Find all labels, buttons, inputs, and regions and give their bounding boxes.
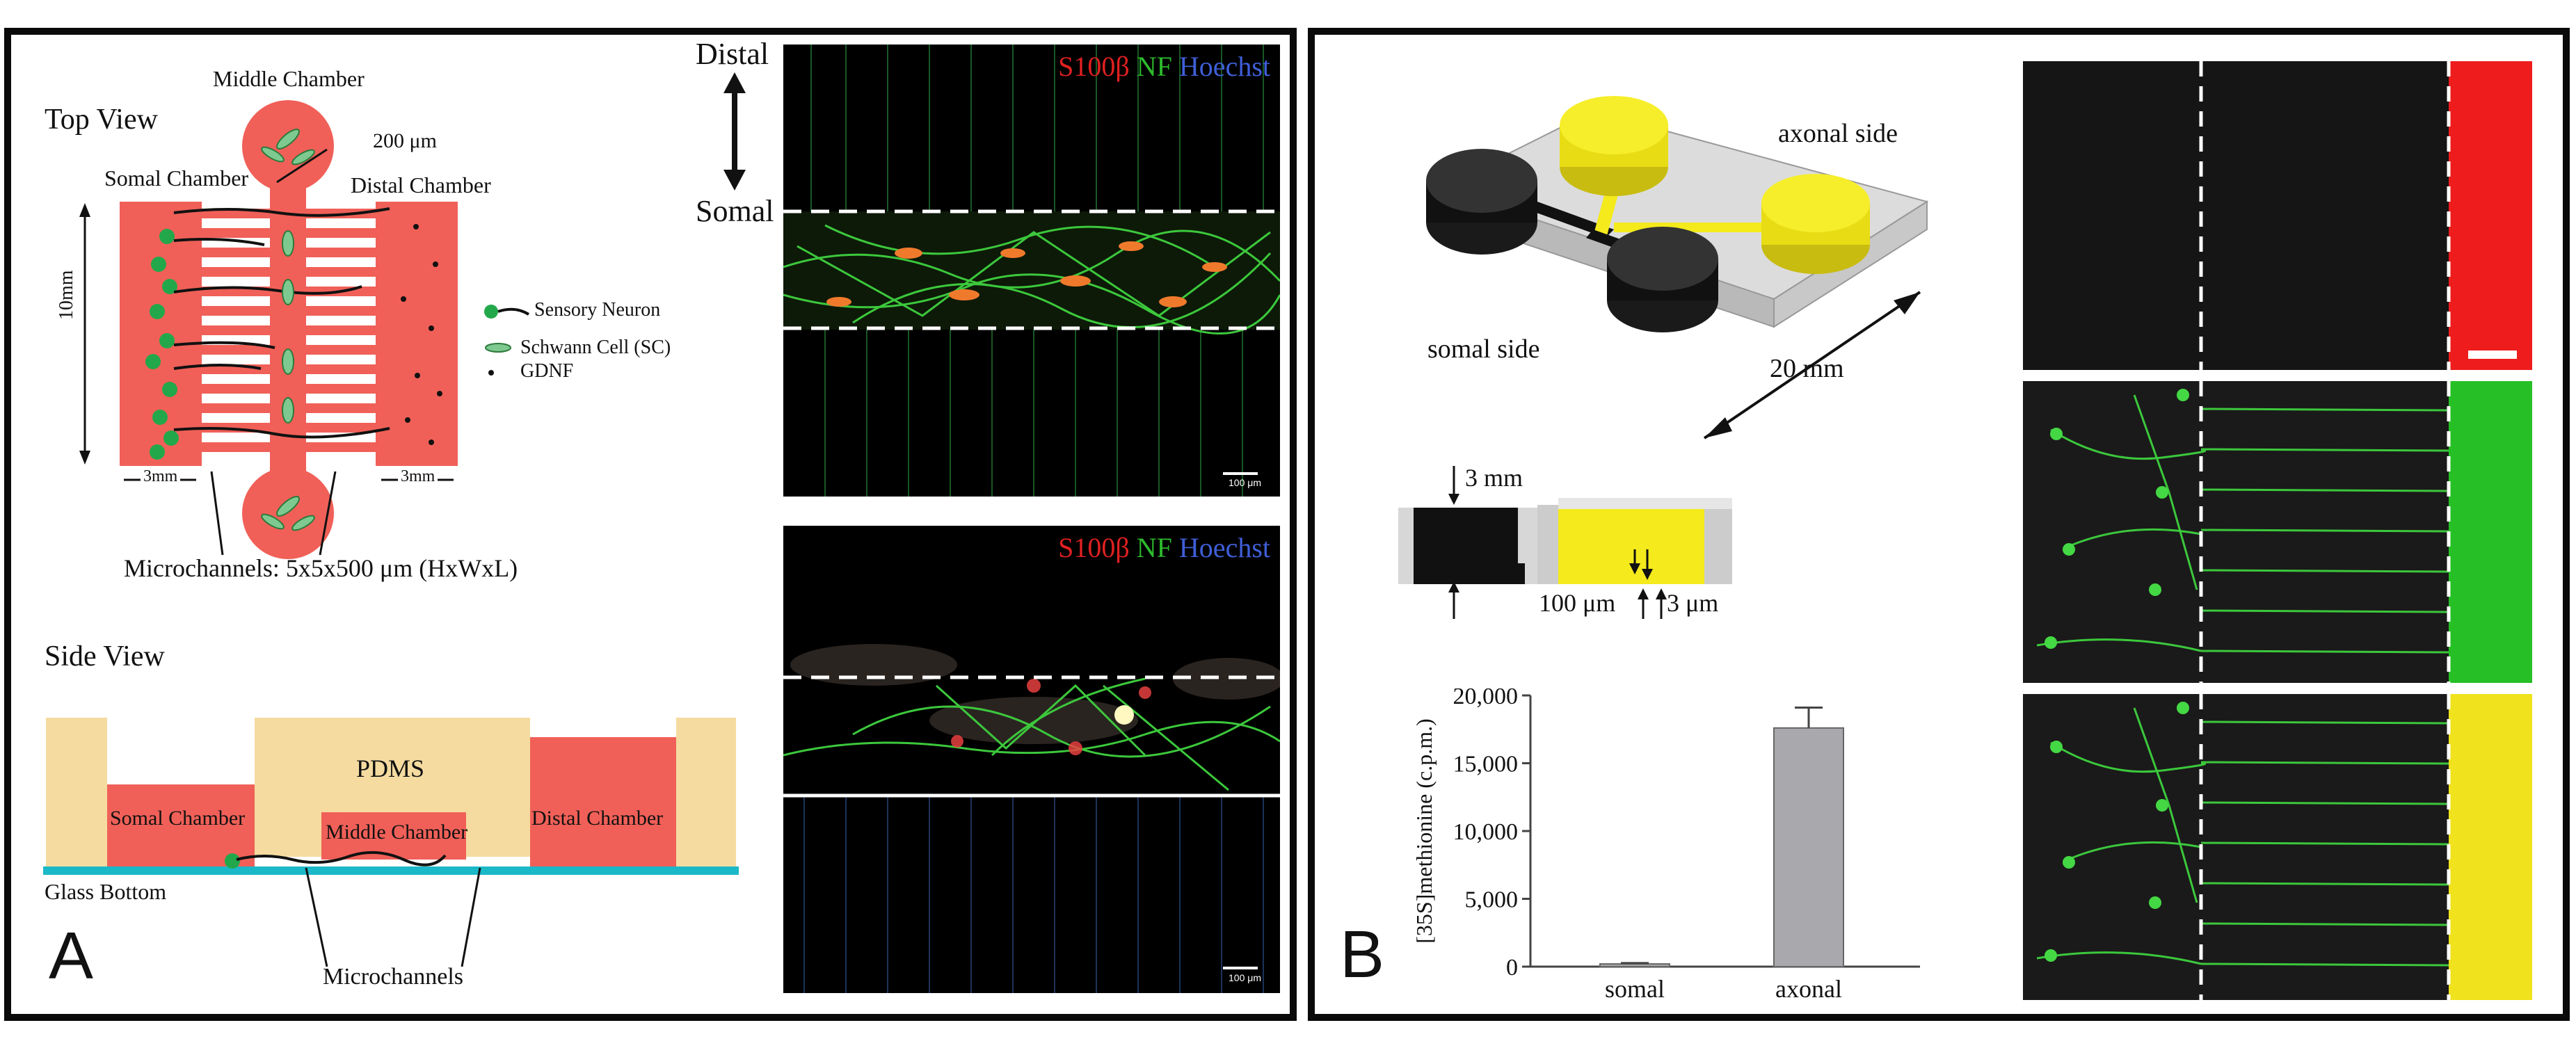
legend-gdnf-glyph [488,370,494,376]
panel-b-letter: B [1340,917,1385,992]
microchannels-spec-label: Microchannels: 5x5x500 μm (HxWxL) [124,554,518,582]
micrograph-bottom-drawing [783,644,1280,993]
device-3d-drawing [1426,96,1929,440]
glass-bottom-label: Glass Bottom [45,879,167,904]
panel-a-letter: A [49,919,94,993]
fluor-merge-drawing [2023,694,2532,1000]
micrograph-top-stain-labels: S100β NF Hoechst [1058,50,1270,83]
device-dimension-label: 20 mm [1770,354,1844,383]
side-neuron [225,853,240,869]
y-tick-label: 5,000 [1465,887,1519,913]
top-view-title: Top View [45,104,158,136]
left-dimension-label: 3mm [141,467,181,486]
fluor-panel-red [2023,61,2532,370]
orientation-double-arrow [723,72,746,191]
distal-chamber-shape [376,202,458,466]
distal-orientation-label: Distal [696,37,769,71]
side-middle-label: Middle Chamber [326,821,468,844]
legend-schwann-label: Schwann Cell (SC) [520,337,671,358]
cross-height-label: 3 mm [1465,464,1523,492]
fluor-panel-merge [2023,694,2532,1000]
microchannels-right [306,209,376,452]
side-axon [236,851,447,866]
side-distal-chamber [530,737,676,869]
micrograph-bottom-stain-labels: S100β NF Hoechst [1058,531,1270,564]
micrograph-bottom: S100β NF Hoechst 100 μm [783,526,1280,993]
fluor-green-drawing [2023,381,2532,683]
fluor-red-drawing [2023,61,2532,370]
side-middle-chamber [321,812,466,860]
hoechst-label: Hoechst [1178,51,1270,82]
side-somal-label: Somal Chamber [110,807,246,830]
top-view-schematic [43,100,739,967]
methionine-bar-chart: 0 5,000 10,000 15,000 20,000 [35S]methionine … [1411,688,1920,1001]
axons [173,207,390,439]
middle-chamber-label: Middle Chamber [213,66,365,91]
somal-chamber-label: Somal Chamber [104,166,249,191]
somal-orientation-label: Somal [696,194,774,228]
bar-axonal [1773,727,1844,968]
cross-channel-label: 3 μm [1667,589,1719,617]
height-dimension-label: 10mm [56,270,77,320]
side-view-title: Side View [45,640,165,672]
legend-gdnf-label: GDNF [520,360,574,382]
y-tick-label: 10,000 [1453,819,1519,845]
bar-somal [1599,963,1670,968]
sensory-neuron-cells [145,229,179,460]
middle-chamber-reservoir-top [242,100,334,192]
x-category-label: axonal [1775,975,1842,1001]
right-dimension-label: 3mm [398,467,438,486]
side-pdms-right [676,718,736,869]
x-category-label: somal [1605,975,1665,1001]
micrograph-top: S100β NF Hoechst 100 μm [783,45,1280,497]
schwann-cells [261,129,315,531]
somal-side-label: somal side [1427,334,1540,364]
legend-neuron-label: Sensory Neuron [534,299,661,321]
s100-label: S100β [1058,532,1130,563]
micrograph-top-scale-label: 100 μm [1229,477,1261,488]
legend-neuron-glyph [484,305,498,319]
middle-channel-shape [270,174,306,487]
side-pdms-label: PDMS [356,755,425,782]
y-tick-label: 15,000 [1453,752,1519,777]
side-distal-label: Distal Chamber [531,807,664,830]
side-pdms-left [46,718,107,869]
somal-chamber-shape [120,202,202,466]
side-microchannels-label: Microchannels [323,964,464,990]
y-axis-label: [35S]methionine (c.p.m.) [1411,718,1437,943]
fluor-panel-green [2023,381,2532,683]
distal-chamber-label: Distal Chamber [351,172,491,197]
channel-width-label: 200 μm [373,129,437,152]
y-tick-label: 0 [1506,955,1518,981]
hoechst-label: Hoechst [1178,532,1270,563]
middle-chamber-reservoir-bottom [242,467,334,559]
side-glass-bottom [43,866,739,875]
nf-label: NF [1136,532,1172,563]
legend-schwann-glyph [485,343,511,353]
y-tick-label: 20,000 [1453,688,1519,709]
s100-label: S100β [1058,51,1130,82]
micrograph-top-drawing [783,45,1280,497]
cross-barrier-label: 100 μm [1539,589,1616,617]
gdnf-dots [401,224,442,445]
micrograph-bottom-scale-label: 100 μm [1229,972,1261,983]
axonal-side-label: axonal side [1778,119,1898,148]
nf-label: NF [1136,51,1172,82]
cross-section-arrows [1448,466,1667,619]
